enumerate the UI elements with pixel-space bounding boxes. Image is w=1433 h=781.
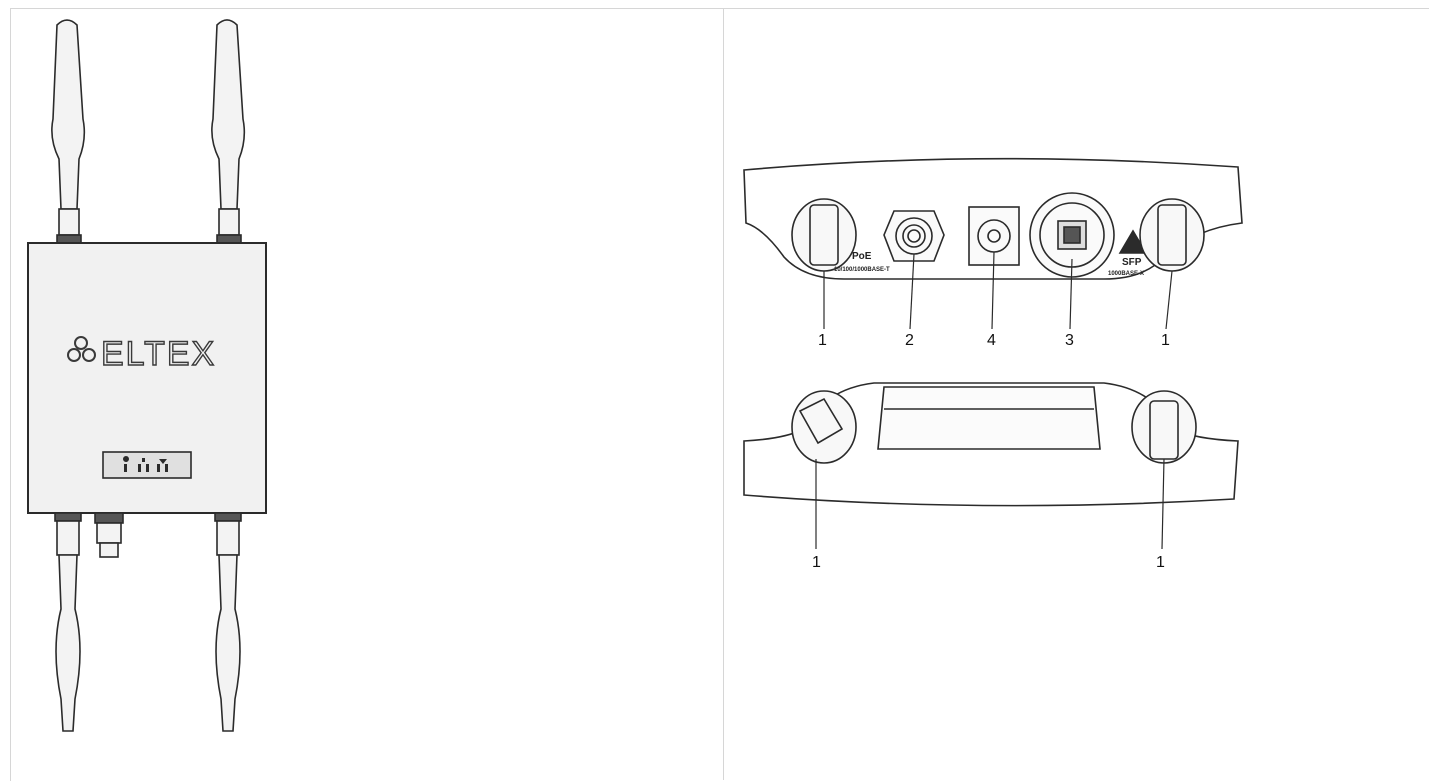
sfp-port-label: SFP xyxy=(1122,257,1142,268)
callout-reset: 4 xyxy=(987,332,996,349)
latch-right xyxy=(1139,198,1205,272)
base-leader-lines xyxy=(815,458,1165,550)
laser-warning-icon xyxy=(1118,229,1148,254)
led-indicators xyxy=(123,456,168,472)
device-body xyxy=(27,242,267,514)
base-callouts: 1 1 xyxy=(812,554,1165,571)
figure-frame xyxy=(10,8,1429,781)
base-side-view xyxy=(743,382,1239,550)
antenna-bottom-right xyxy=(214,512,242,732)
poe-port-label: PoE xyxy=(852,251,872,262)
connector-callouts: 1 2 4 3 1 xyxy=(818,332,1170,349)
base-latch-right xyxy=(1131,390,1197,464)
base-latch-left xyxy=(791,390,857,464)
port-views-panel: PoE 10/100/1000BASE-T SFP 1000BASE-X 1 2… xyxy=(724,9,1428,780)
front-view-drawing: ELTEX xyxy=(27,19,267,732)
wifi-led-icon xyxy=(159,459,167,464)
connector-leader-lines xyxy=(823,251,1173,330)
poe-connector xyxy=(883,210,945,262)
callout-base-latch-right: 1 xyxy=(1156,554,1165,571)
latch-left xyxy=(791,198,857,272)
panel-divider xyxy=(723,8,724,780)
antenna-top-right xyxy=(211,19,246,244)
callout-base-latch-left: 1 xyxy=(812,554,821,571)
eltex-logo-icon xyxy=(67,336,96,362)
antenna-top-left xyxy=(51,19,86,244)
antenna-bottom-left xyxy=(54,512,82,732)
callout-latch-left: 1 xyxy=(818,332,827,349)
callout-poe: 2 xyxy=(905,332,914,349)
power-led-icon xyxy=(123,456,129,462)
brand-logo-text: ELTEX xyxy=(101,335,216,373)
port-views-drawing: PoE 10/100/1000BASE-T SFP 1000BASE-X 1 2… xyxy=(743,157,1243,571)
callout-latch-right: 1 xyxy=(1161,332,1170,349)
front-view-panel: ELTEX xyxy=(11,9,723,780)
cable-gland xyxy=(94,512,124,558)
lan-led-icon xyxy=(142,458,145,462)
poe-port-sublabel: 10/100/1000BASE-T xyxy=(834,267,890,273)
callout-sfp: 3 xyxy=(1065,332,1074,349)
connector-side-view xyxy=(743,157,1243,330)
sfp-port-sublabel: 1000BASE-X xyxy=(1108,271,1144,277)
